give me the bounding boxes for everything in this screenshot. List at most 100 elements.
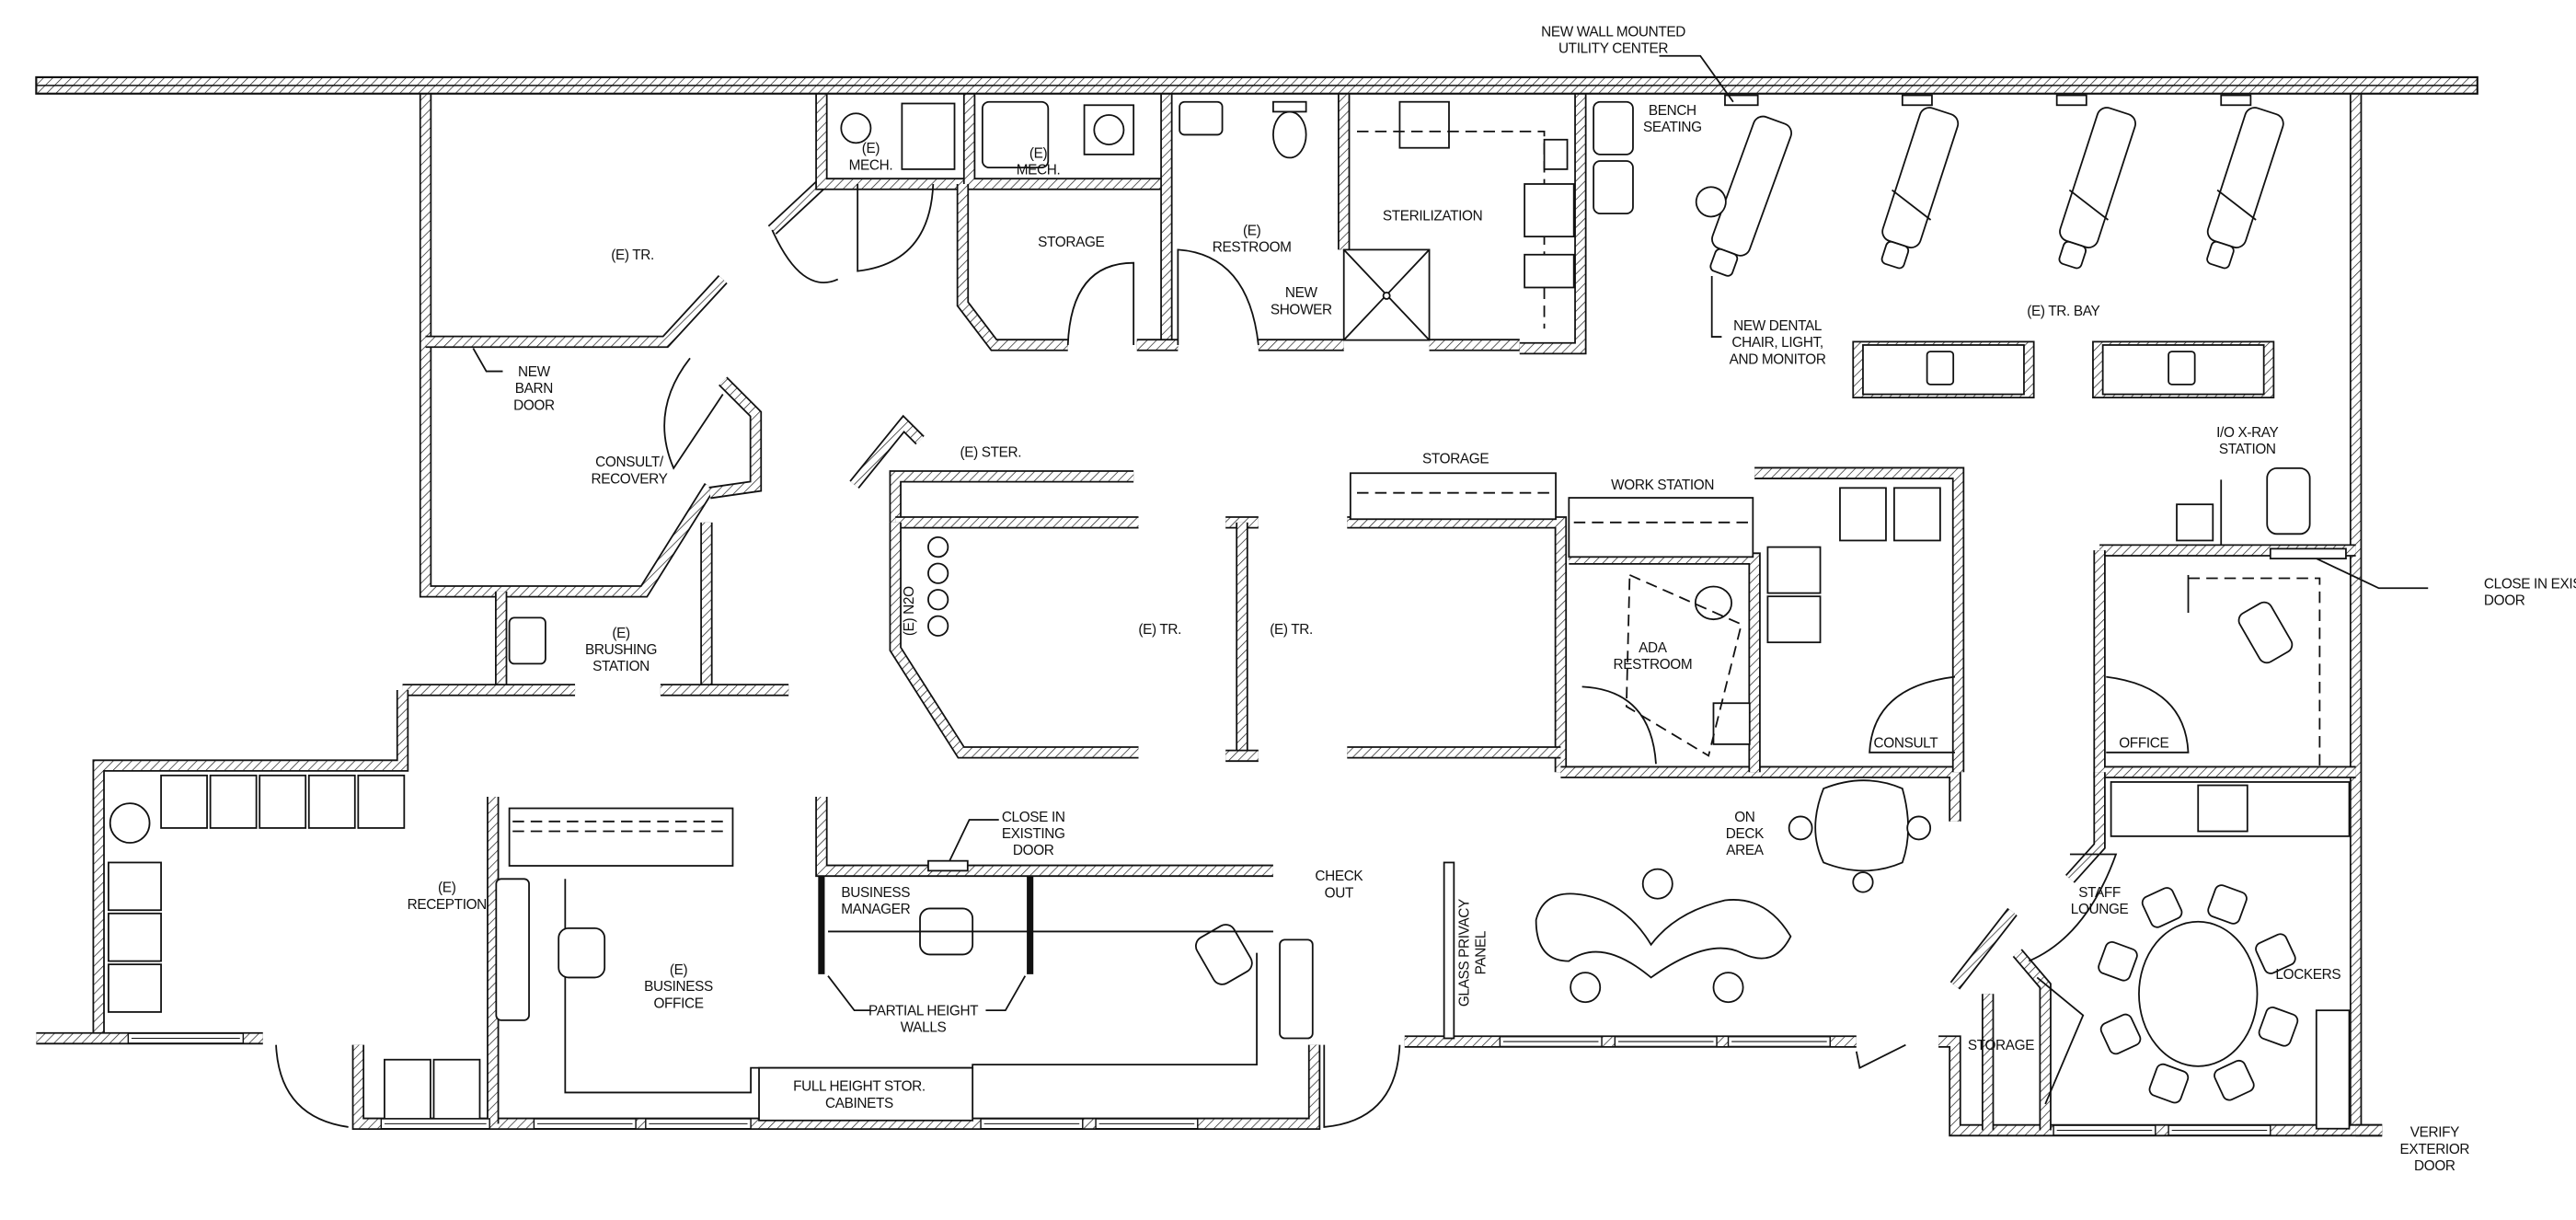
- label-line: (E) TR.: [1138, 622, 1181, 638]
- office-chair-icon: [558, 927, 606, 979]
- label-line: STORAGE: [1038, 235, 1104, 250]
- chair-icon: [108, 912, 162, 962]
- label-line: DOOR: [513, 397, 555, 413]
- chair-icon: [1839, 487, 1887, 542]
- door-swing: [1066, 261, 1135, 346]
- label-office: OFFICE: [2119, 735, 2168, 751]
- door-swing: [1581, 685, 1657, 765]
- label-mech-2: (E)MECH.: [1017, 145, 1061, 178]
- planter-icon: [109, 802, 151, 844]
- door-swing: [1855, 1043, 1906, 1069]
- office-chair-icon: [2237, 601, 2294, 664]
- label-line: ON: [1734, 810, 1754, 825]
- wall-hatch: [1347, 517, 1566, 773]
- sink-icon: [508, 616, 546, 665]
- on-deck-table: [1814, 779, 1909, 872]
- label-line: BRUSHING: [585, 642, 657, 658]
- label-line: DOOR: [2414, 1158, 2455, 1174]
- n2o-tank-icon: [927, 562, 949, 584]
- label-storage-mid: STORAGE: [1422, 452, 1489, 467]
- label-line: AREA: [1726, 843, 1764, 858]
- label-tr-bay: (E) TR. BAY: [2027, 304, 2099, 319]
- label-line: OFFICE: [653, 996, 703, 1011]
- label-line: BENCH: [1649, 103, 1696, 119]
- work-station-counter: [1568, 497, 1754, 558]
- wall-hatch: [891, 522, 1139, 757]
- wall-hatch: [768, 180, 825, 234]
- label-sterilization: STERILIZATION: [1383, 208, 1482, 224]
- label-line: CLOSE IN EXISTING: [2484, 576, 2576, 592]
- n2o-tank-icon: [927, 536, 949, 558]
- sink-icon: [1712, 702, 1751, 745]
- label-line: DECK: [1726, 826, 1765, 842]
- label-line: WALLS: [901, 1020, 947, 1036]
- utility-center: [2055, 94, 2087, 107]
- label-tr-upper-left: (E) TR.: [611, 247, 654, 263]
- cabinet: [1524, 253, 1575, 289]
- wall-hatch: [891, 471, 1134, 523]
- dental-chair-icon: [2058, 107, 2137, 270]
- label-line: RESTROOM: [1213, 240, 1292, 256]
- storage-counter: [1349, 472, 1557, 521]
- label-line: CHECK: [1315, 869, 1363, 884]
- label-consult: CONSULT: [1874, 735, 1939, 751]
- label-line: SEATING: [1643, 120, 1702, 135]
- sink-icon: [1179, 100, 1224, 136]
- walls: [36, 93, 2383, 1137]
- label-line: I/O X-RAY: [2216, 425, 2278, 441]
- chair-icon: [2214, 1059, 2255, 1101]
- label-full-height-cabinets: FULL HEIGHT STOR.CABINETS: [793, 1079, 926, 1111]
- stool-icon: [1788, 815, 1813, 841]
- leader-line: [2316, 558, 2429, 590]
- bench-seat: [1593, 100, 1634, 155]
- leader-line: [1659, 54, 1734, 103]
- door-swing: [663, 357, 724, 470]
- sink-icon: [1524, 183, 1575, 238]
- label-line: (E): [1029, 145, 1048, 161]
- wall-hatch: [964, 93, 1167, 189]
- chair-icon: [108, 861, 162, 912]
- label-line: CONSULT/: [595, 455, 664, 470]
- lounge-chairs: [2098, 884, 2299, 1104]
- wall-hatch: [425, 276, 727, 347]
- label-ster: (E) STER.: [960, 444, 1021, 460]
- utility-center: [1724, 94, 1759, 107]
- chair-icon: [432, 1058, 481, 1120]
- chair-icon: [357, 774, 406, 829]
- wall: [889, 470, 1134, 523]
- utility-center: [1901, 94, 1933, 107]
- label-line: CHAIR, LIGHT,: [1731, 335, 1823, 351]
- label-line: LOCKERS: [2275, 967, 2340, 983]
- leader-line: [949, 819, 999, 862]
- label-line: NEW: [1285, 285, 1318, 301]
- chair-icon: [2099, 1013, 2142, 1055]
- label-line: RECOVERY: [591, 471, 667, 487]
- label-line: STORAGE: [1422, 452, 1489, 467]
- label-line: CABINETS: [825, 1096, 893, 1111]
- mech-unit: [901, 102, 956, 170]
- xray-chair-icon: [2266, 467, 2311, 535]
- chair-icon: [2258, 1007, 2299, 1047]
- wall-hatch: [1519, 93, 1585, 353]
- chair-icon: [307, 774, 356, 829]
- label-line: OFFICE: [2119, 735, 2168, 751]
- chair-icon: [1766, 546, 1822, 594]
- label-line: (E) TR.: [1270, 622, 1313, 638]
- door-swing: [275, 1044, 349, 1128]
- label-line: EXTERIOR: [2400, 1142, 2470, 1157]
- vacuum-unit-dial: [1093, 114, 1125, 146]
- close-in-door-patch: [927, 859, 969, 872]
- leader-line: [472, 348, 503, 373]
- label-line: STAFF: [2078, 885, 2121, 901]
- wall-hatch: [850, 417, 924, 488]
- label-line: NEW DENTAL: [1733, 318, 1823, 334]
- waiting-chairs: [108, 774, 406, 1013]
- label-line: GLASS PRIVACY: [1456, 899, 1472, 1007]
- door-swing: [1177, 248, 1259, 346]
- utility-center: [2220, 94, 2252, 107]
- office-desk-edge: [2188, 577, 2321, 769]
